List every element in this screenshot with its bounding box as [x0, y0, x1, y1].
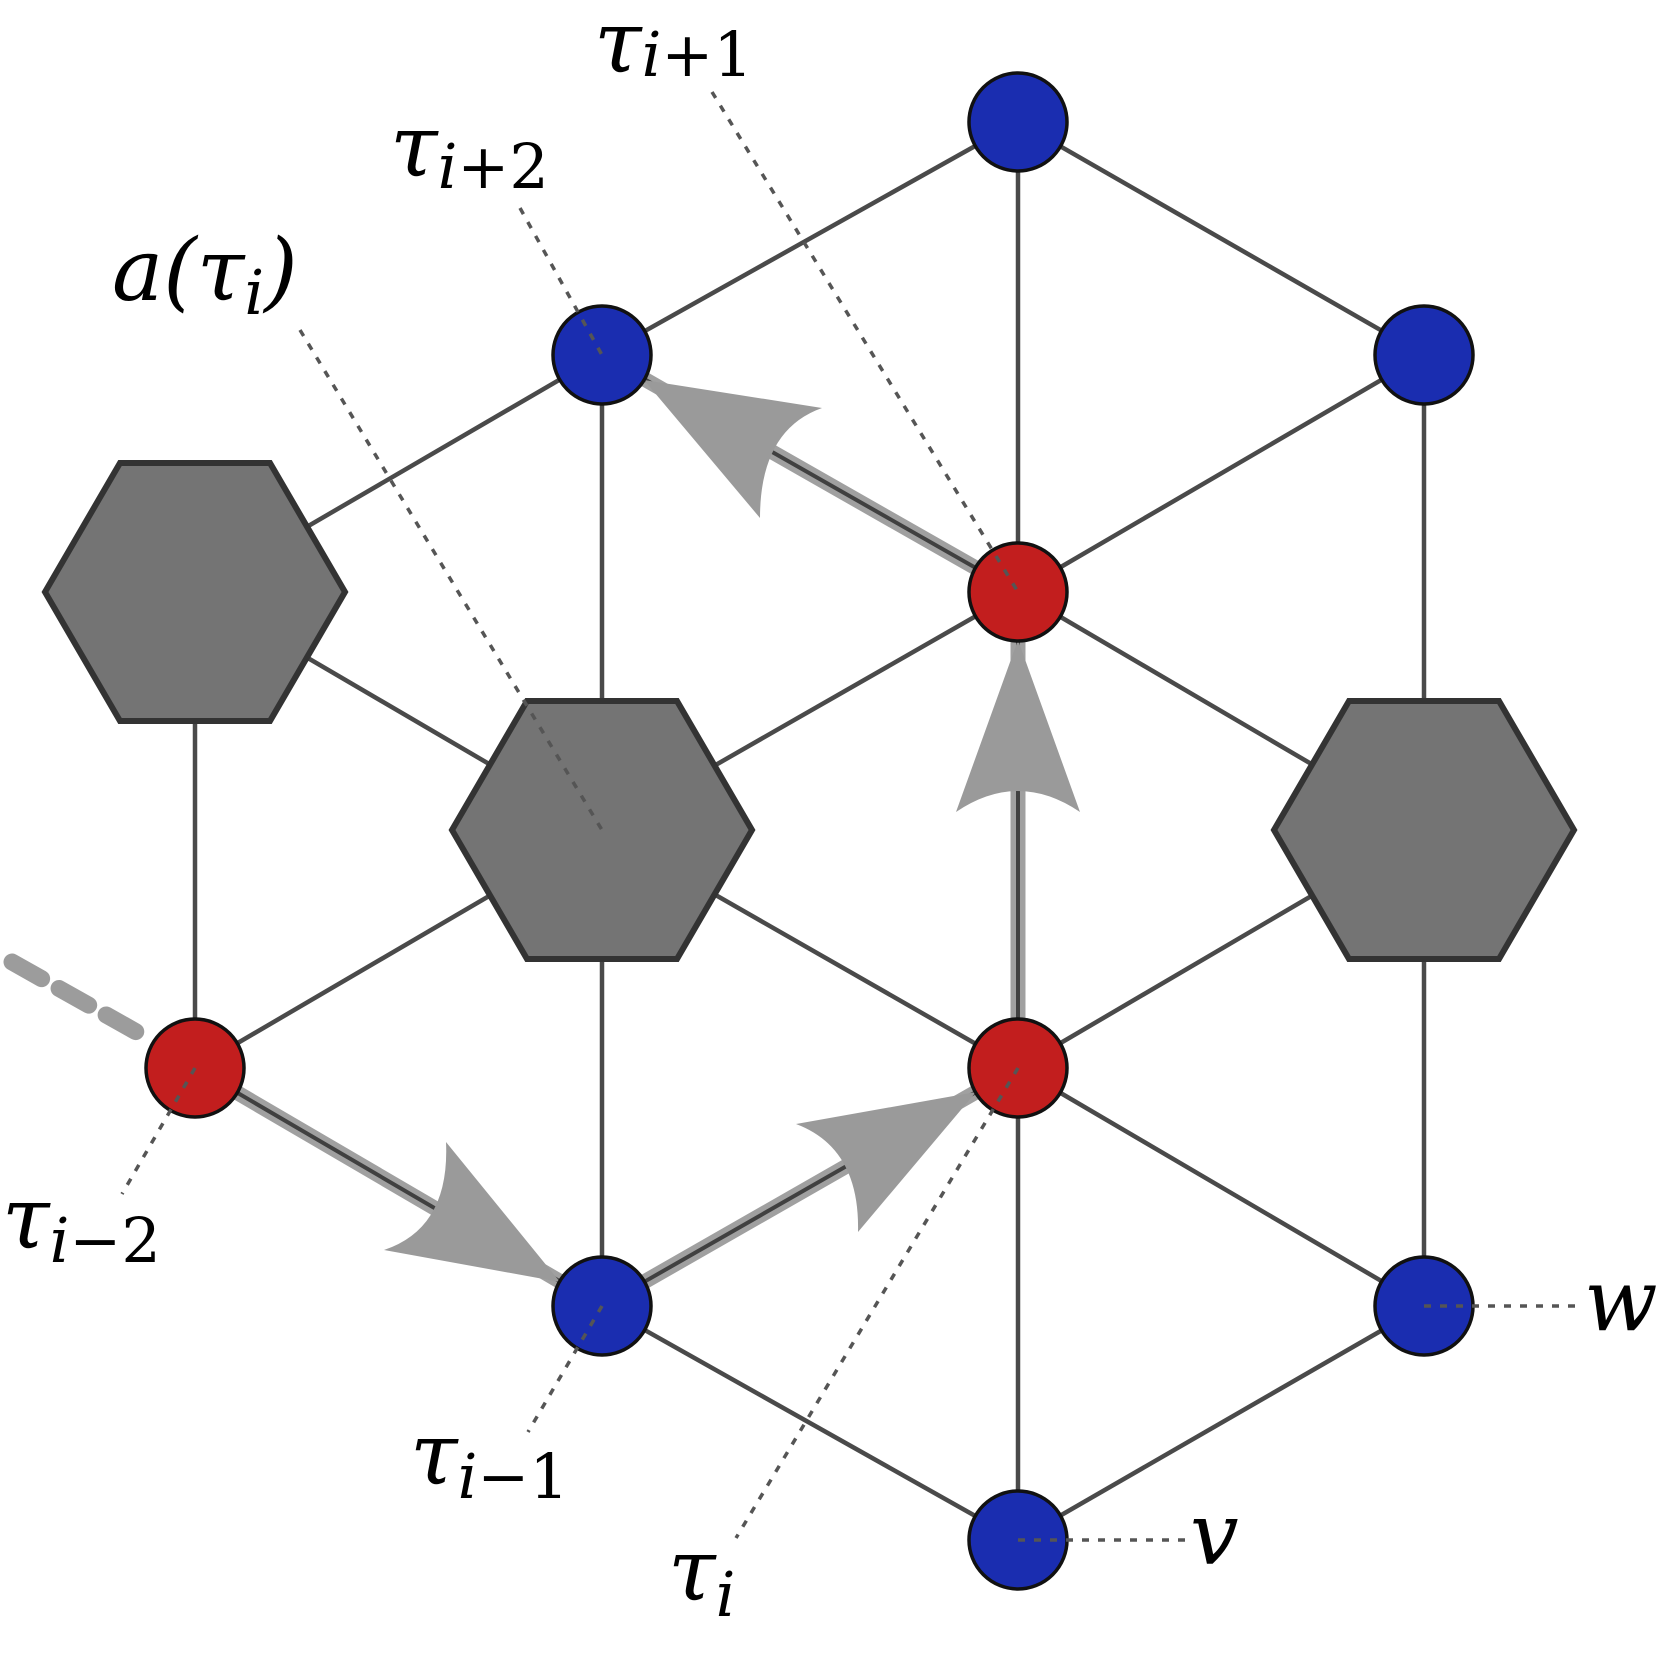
highlighted-path [187, 347, 1080, 1314]
lattice-edges [192, 120, 1427, 1542]
path-arrowhead [796, 1092, 976, 1232]
labels: τi+1 τi+2 a(τi) τi−2 τi−1 τi w v [2, 0, 1658, 1631]
hexagons [41, 460, 1578, 962]
leader-tau-i-plus-1 [710, 91, 1020, 593]
label-tau-i: τi [668, 1521, 735, 1631]
label-tau-i-minus-1: τi−1 [410, 1405, 569, 1513]
edge [1016, 1066, 1426, 1308]
label-tau-i-plus-1: τi+1 [594, 0, 753, 93]
label-tau-i-minus-2: τi−2 [2, 1169, 161, 1277]
edge [1016, 1304, 1426, 1542]
blue-node [551, 304, 653, 406]
blue-node [1373, 304, 1475, 406]
edge [600, 1304, 1020, 1542]
edge [600, 120, 1020, 357]
label-v: v [1190, 1485, 1239, 1585]
label-tau-i-plus-2: τi+2 [390, 97, 549, 203]
leader-lines [120, 91, 1578, 1542]
path-arrowhead [384, 1142, 560, 1282]
label-w: w [1584, 1251, 1658, 1351]
path-arrowhead [956, 640, 1080, 812]
edge [1016, 120, 1426, 357]
path-tail-dashes [3, 953, 149, 1043]
leader-tau-i-plus-2 [518, 207, 604, 356]
edge [1016, 353, 1426, 594]
leader-a-tau-i [298, 329, 604, 831]
leader-tau-i [734, 1067, 1020, 1539]
hexagon-plaquette [448, 698, 756, 962]
hexagon-plaquette [1270, 698, 1578, 962]
red-node [967, 541, 1069, 643]
label-a-tau-i: a(τi) [112, 221, 298, 329]
hexagon-plaquette [41, 460, 349, 724]
blue-node [967, 71, 1069, 173]
path-arrowhead [644, 380, 822, 518]
